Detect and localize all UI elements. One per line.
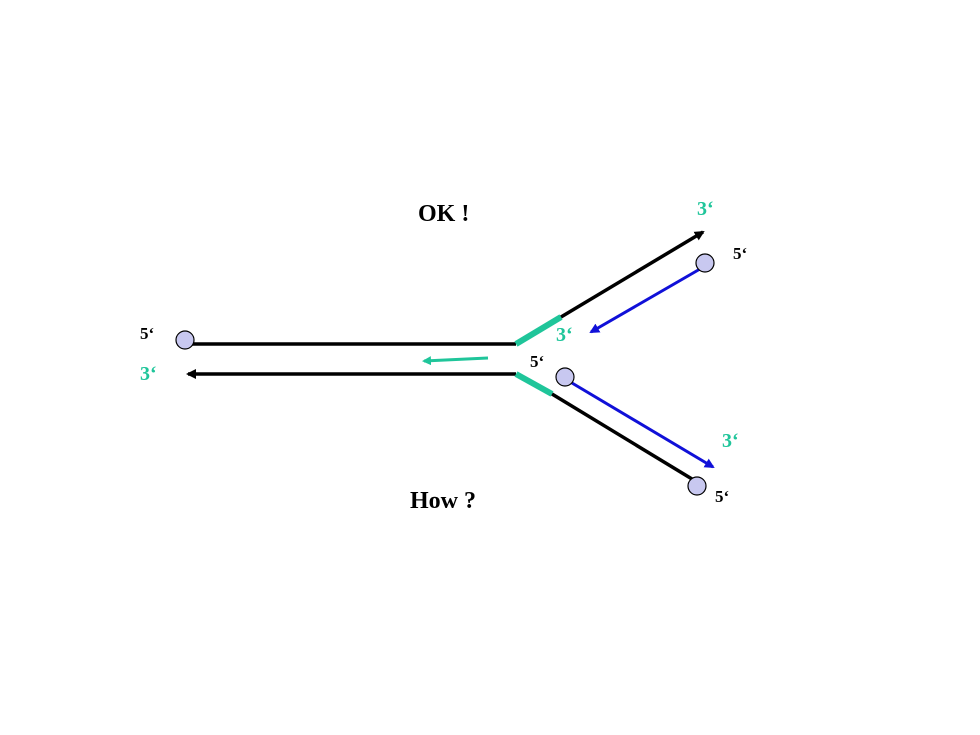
heading-ok: OK ! [418,201,469,227]
lower-new-strand [571,381,715,469]
upper-arm-primer [514,314,563,347]
lower-5-end-circle [687,476,707,496]
lower-arm-primer [514,371,554,397]
label-upper-5: 5‘ [733,244,747,263]
upper-new-strand [589,267,701,334]
label-left-5: 5‘ [140,324,154,343]
green-primer-arrow [422,356,489,366]
label-left-3: 3‘ [140,363,157,385]
lower-arm-strand [551,392,693,481]
label-lower-3: 3‘ [722,430,739,452]
heading-how: How ? [410,488,476,514]
upper-arm-strand [560,230,705,319]
upper-5-end-circle [695,253,715,273]
label-mid-5: 5‘ [530,352,544,371]
label-lower-5: 5‘ [715,487,729,506]
left-5-end-circle [175,330,195,350]
label-mid-3: 3‘ [556,324,573,346]
label-upper-3: 3‘ [697,198,714,220]
mid-5-end-circle [555,367,575,387]
